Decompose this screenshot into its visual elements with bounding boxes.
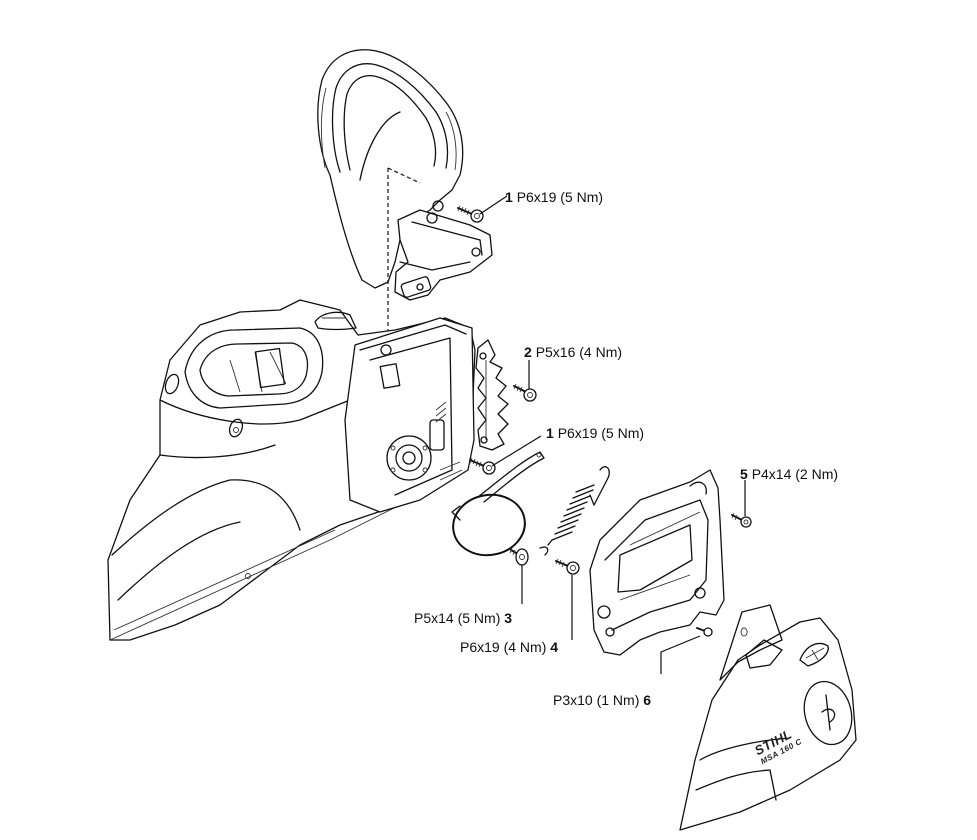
chain-sprocket-cover [679, 604, 857, 831]
callout-number: 3 [504, 610, 513, 626]
callout-number: 2 [524, 344, 532, 360]
callout-1-top: 1 P6x19 (5 Nm) [505, 189, 603, 205]
callout-4: P6x19 (4 Nm) 4 [460, 639, 558, 655]
spiked-bumper [475, 339, 509, 451]
callout-number: 6 [643, 692, 652, 708]
screw-6 [696, 627, 713, 637]
callout-spec: P5x16 (4 Nm) [535, 344, 623, 360]
callout-number: 1 [546, 425, 554, 441]
screw-3 [509, 547, 529, 566]
callout-2: 2 P5x16 (4 Nm) [524, 344, 622, 360]
screw-1-mid [469, 457, 496, 475]
leader-lines [479, 195, 746, 674]
callout-number: 4 [550, 639, 559, 655]
motor-housing [107, 299, 476, 641]
callout-3: P5x14 (5 Nm) 3 [414, 610, 512, 626]
callout-6: P3x10 (1 Nm) 6 [553, 692, 651, 708]
callout-spec: P6x19 (4 Nm) [460, 639, 547, 655]
tension-spring [539, 466, 610, 556]
screw-4 [555, 558, 580, 575]
callout-spec: P6x19 (5 Nm) [557, 425, 645, 441]
inner-cover-plate [589, 469, 725, 656]
callout-5: 5 P4x14 (2 Nm) [740, 466, 838, 482]
callout-number: 1 [505, 189, 513, 205]
callout-spec: P5x14 (5 Nm) [414, 610, 501, 626]
screw-2 [513, 383, 537, 402]
callout-spec: P3x10 (1 Nm) [553, 692, 640, 708]
brake-band [451, 451, 545, 557]
callout-spec: P6x19 (5 Nm) [516, 189, 604, 205]
screw-1-top [457, 205, 484, 223]
callout-spec: P4x14 (2 Nm) [751, 466, 839, 482]
front-handle [317, 49, 493, 301]
screw-5 [731, 512, 752, 528]
callout-1-mid: 1 P6x19 (5 Nm) [546, 425, 644, 441]
callout-number: 5 [740, 466, 748, 482]
assembly-guide-line [387, 167, 421, 385]
